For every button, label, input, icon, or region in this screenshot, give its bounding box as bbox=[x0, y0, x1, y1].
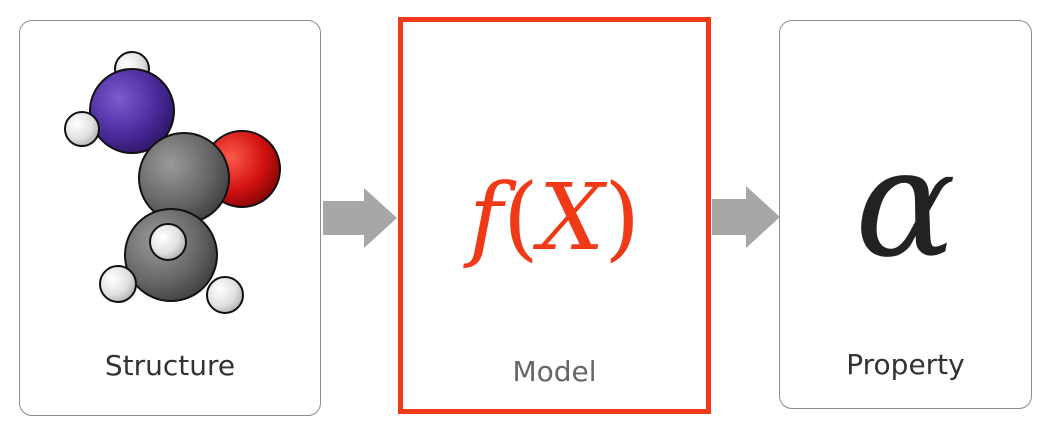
property-panel: α Property bbox=[779, 20, 1032, 409]
hydrogen-atom bbox=[206, 276, 244, 314]
model-panel: f(X) Model bbox=[398, 17, 711, 414]
arrow-right-icon bbox=[712, 186, 780, 248]
formula-open-paren: ( bbox=[502, 164, 539, 271]
arrow-right-icon bbox=[323, 188, 397, 248]
model-label: Model bbox=[512, 355, 597, 388]
hydrogen-atom bbox=[149, 223, 187, 261]
carbon-atom bbox=[138, 132, 230, 224]
molecule-illustration bbox=[64, 51, 281, 314]
formula-close-paren: ) bbox=[604, 164, 641, 271]
structure-label: Structure bbox=[104, 349, 236, 382]
nitrogen-atom bbox=[89, 68, 175, 154]
structure-panel: Structure bbox=[19, 20, 321, 416]
alpha-symbol: α bbox=[854, 117, 957, 291]
hydrogen-atom bbox=[64, 111, 100, 147]
hydrogen-atom bbox=[99, 265, 137, 303]
model-formula: f(X) bbox=[403, 172, 706, 264]
formula-function: f bbox=[468, 164, 503, 271]
property-label: Property bbox=[846, 348, 965, 381]
formula-variable: X bbox=[538, 164, 605, 271]
